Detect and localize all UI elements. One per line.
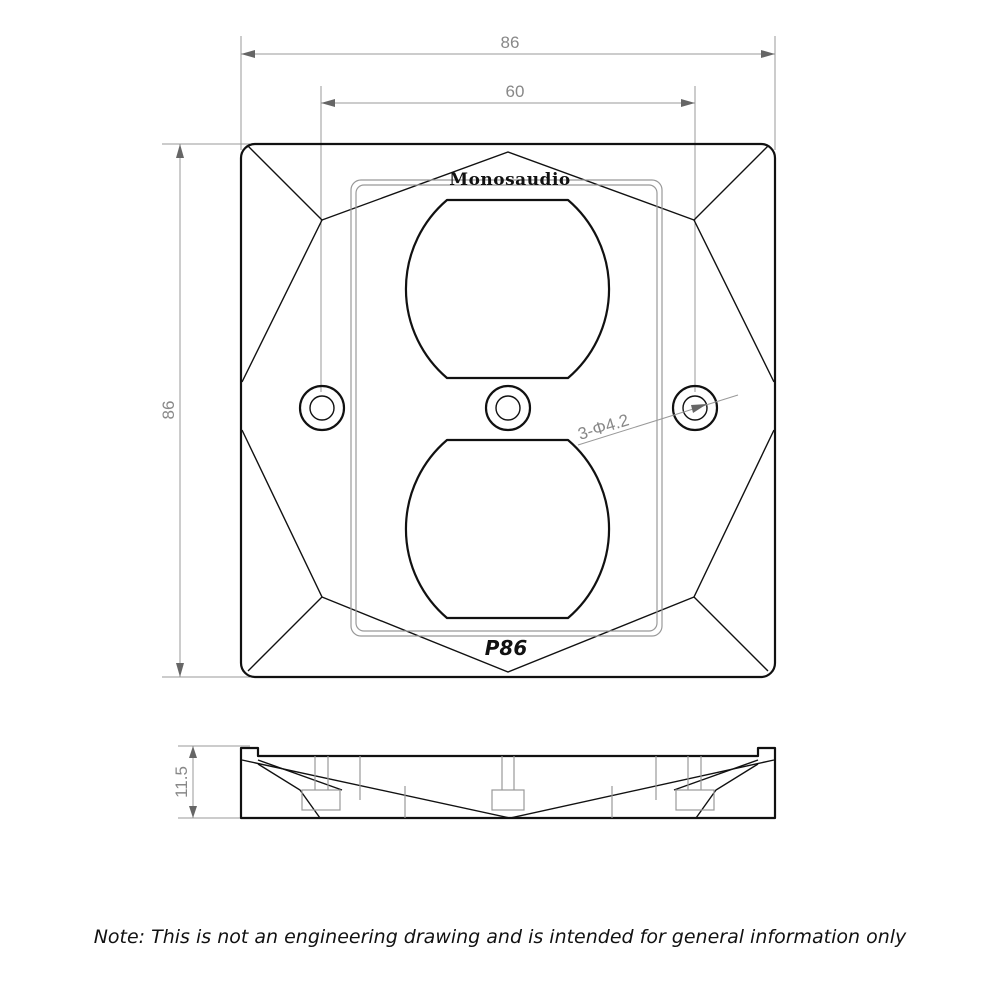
dimension-label-width: 86 [501, 33, 520, 52]
disclaimer-note: Note: This is not an engineering drawing… [93, 926, 907, 948]
hole-callout-label: 3-Φ4.2 [576, 410, 632, 443]
plate-bevel-lines [241, 145, 775, 673]
outlet-opening-top [404, 198, 611, 380]
side-profile-outline [239, 746, 777, 820]
inner-frame [350, 179, 663, 637]
side-view: 11.5 [172, 745, 777, 820]
mounting-hole-left [298, 384, 346, 432]
mounting-hole-right [671, 384, 719, 432]
dimension-label-height: 86 [159, 401, 178, 420]
dimension-overall-height: 86 [159, 143, 250, 678]
dimension-hole-spacing: 60 [320, 82, 696, 392]
model-label: P86 [485, 636, 528, 660]
side-profile-details [241, 756, 775, 819]
dimension-label-thickness: 11.5 [172, 766, 191, 798]
dimension-label-spacing: 60 [506, 82, 525, 101]
inner-frame-inset [355, 184, 658, 632]
plate-outline [239, 142, 777, 679]
dimension-overall-width: 86 [240, 33, 776, 150]
brand-logo-text: Monosaudio [449, 170, 571, 190]
dimension-thickness: 11.5 [172, 745, 250, 819]
outlet-opening-bottom [404, 438, 611, 620]
mounting-hole-center [484, 384, 532, 432]
